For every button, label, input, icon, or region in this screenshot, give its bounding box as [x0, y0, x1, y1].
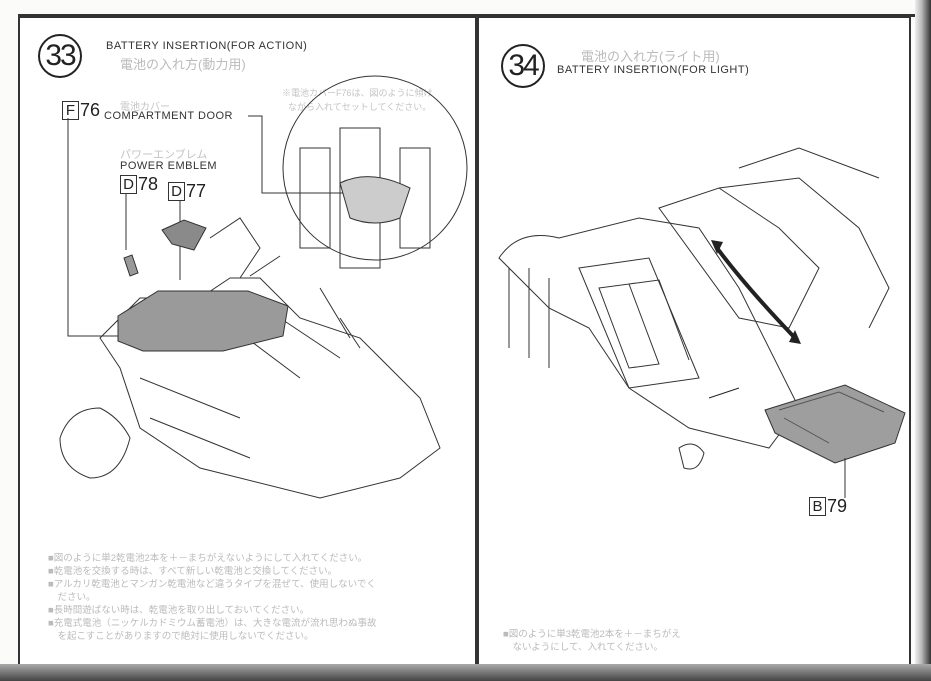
- part-b79: B 79: [809, 496, 847, 517]
- instruction-line: ■図のように単3乾電池2本を＋－まちがえ: [503, 629, 681, 640]
- page-edge-shadow: [915, 0, 931, 681]
- part-f76: F 76: [62, 100, 100, 121]
- part-d77: D 77: [168, 181, 206, 202]
- page-bottom-shadow: [0, 664, 931, 681]
- instructions: ■図のように単3乾電池2本を＋－まちがえ ないようにして、入れてください。: [503, 628, 681, 654]
- step-number: 34: [501, 44, 545, 88]
- part-label-en: POWER EMBLEM: [120, 160, 218, 172]
- part-d78: D 78: [120, 174, 158, 195]
- part-label-jp: パワーエンブレム: [120, 149, 208, 161]
- instruction-line: ■アルカリ乾電池とマンガン乾電池など違うタイプを混ぜて、使用しないでく: [48, 579, 376, 590]
- page-top-rule: [18, 14, 918, 17]
- step-title-jp: 電池の入れ方(動力用): [120, 57, 246, 72]
- part-number: 78: [138, 174, 159, 194]
- instruction-line: を起こすことがありますので絶対に使用しないでください。: [48, 631, 314, 642]
- part-number: 76: [80, 100, 101, 120]
- part-letter: F: [62, 101, 79, 120]
- instruction-line: ■図のように単2乾電池2本を＋－まちがえないようにして入れてください。: [48, 553, 368, 564]
- instruction-line: ださい。: [48, 592, 96, 603]
- note-line: ※電池カバーF76は、図のように傾け: [282, 88, 433, 98]
- instruction-line: ■長時間遊ばない時は、乾電池を取り出しておいてください。: [48, 605, 310, 616]
- step-title-en: BATTERY INSERTION(FOR ACTION): [106, 40, 308, 52]
- part-letter: B: [809, 497, 826, 516]
- step-title-en: BATTERY INSERTION(FOR LIGHT): [557, 64, 750, 76]
- step-34-panel: 34 電池の入れ方(ライト用) BATTERY INSERTION(FOR LI…: [477, 16, 911, 666]
- step-title-jp: 電池の入れ方(ライト用): [581, 49, 720, 64]
- part-letter: D: [120, 175, 137, 194]
- instruction-line: ■乾電池を交換する時は、すべて新しい乾電池と交換してください。: [48, 566, 338, 577]
- instruction-line: ないようにして、入れてください。: [503, 642, 663, 653]
- battery-action-illustration: [59, 75, 468, 499]
- part-number: 77: [186, 181, 207, 201]
- instruction-line: ■充電式電池（ニッケルカドミウム蓄電池）は、大きな電流が流れ思わぬ事故: [48, 618, 377, 629]
- note-line: ながら入れてセットしてください。: [288, 102, 432, 112]
- part-number: 79: [827, 496, 848, 516]
- battery-light-illustration: [498, 147, 906, 498]
- instructions: ■図のように単2乾電池2本を＋－まちがえないようにして入れてください。 ■乾電池…: [48, 552, 376, 643]
- part-label-en: COMPARTMENT DOOR: [104, 110, 234, 122]
- step-number: 33: [38, 34, 82, 78]
- part-letter: D: [168, 182, 185, 201]
- step-33-panel: 33 BATTERY INSERTION(FOR ACTION) 電池の入れ方(…: [18, 16, 477, 666]
- part-label-jp: 電池カバー: [120, 102, 170, 113]
